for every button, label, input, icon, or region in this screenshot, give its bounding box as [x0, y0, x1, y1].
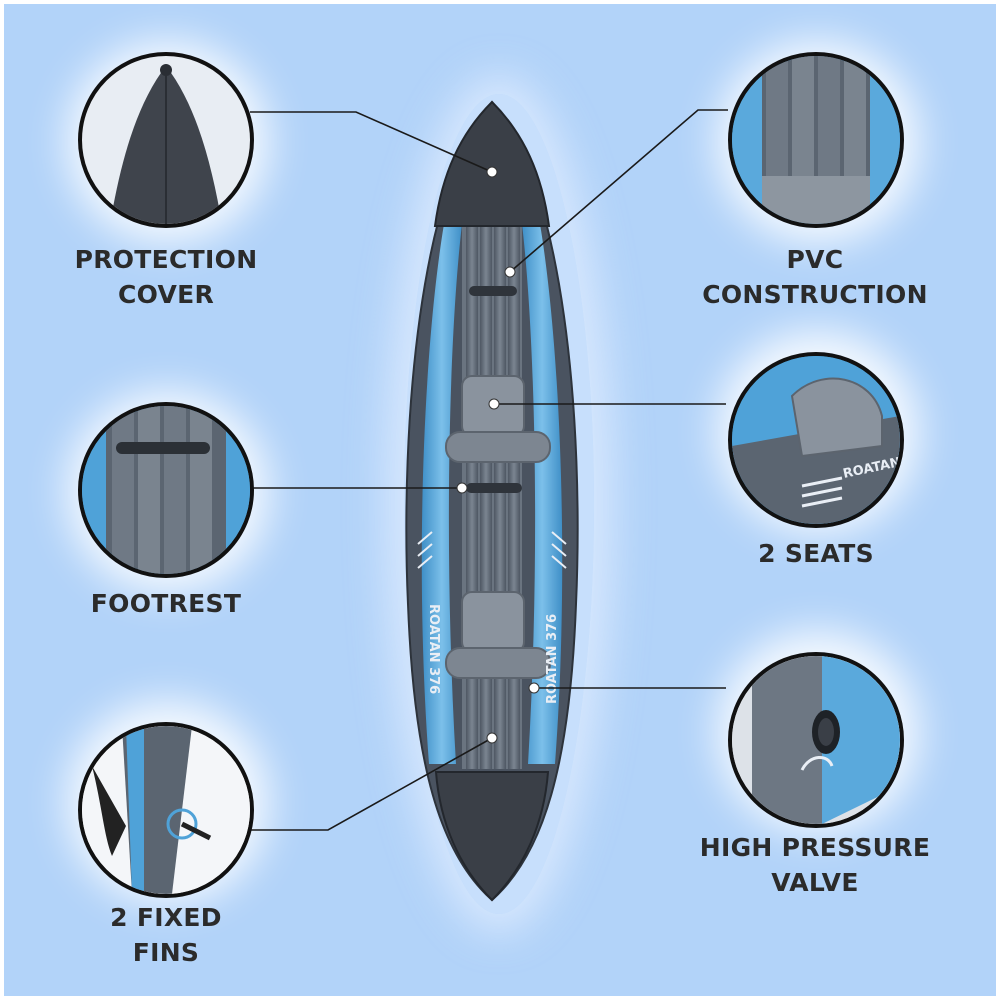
anchor-dot [528, 682, 540, 694]
fins-photo [78, 722, 254, 898]
pvc-construction-label: PVC CONSTRUCTION [690, 242, 940, 312]
label-line: 2 FIXED [110, 903, 222, 932]
anchor-dot [456, 482, 468, 494]
kayak-model-text: ROATAN 376 [426, 604, 441, 694]
kayak-model-text-right: ROATAN 376 [545, 614, 560, 704]
anchor-dot [486, 166, 498, 178]
valve-photo [728, 652, 904, 828]
label-line: COVER [117, 280, 215, 309]
footrest-label: FOOTREST [56, 586, 276, 621]
seats-photo: ROATAN [728, 352, 904, 528]
label-line: HIGH PRESSURE [699, 833, 931, 862]
protection-cover-photo [78, 52, 254, 228]
valve-label: HIGH PRESSURE VALVE [690, 830, 940, 900]
anchor-dot [486, 732, 498, 744]
label-line: VALVE [771, 868, 859, 897]
label-line: PROTECTION [74, 245, 258, 274]
protection-cover-label: PROTECTION COVER [56, 242, 276, 312]
pvc-construction-photo [728, 52, 904, 228]
label-line: FINS [132, 938, 200, 967]
fins-label: 2 FIXED FINS [56, 900, 276, 970]
kayak-illustration: ROATAN 376 ROATAN 376 [250, 100, 728, 902]
product-infographic: ROATAN 376 ROATAN 376 [4, 4, 996, 996]
seats-label: 2 SEATS [706, 536, 926, 571]
label-line: PVC [786, 245, 844, 274]
anchor-dot [488, 398, 500, 410]
label-line: FOOTREST [90, 589, 242, 618]
label-line: CONSTRUCTION [702, 280, 928, 309]
footrest-photo [78, 402, 254, 578]
label-line: 2 SEATS [758, 539, 874, 568]
anchor-dot [504, 266, 516, 278]
